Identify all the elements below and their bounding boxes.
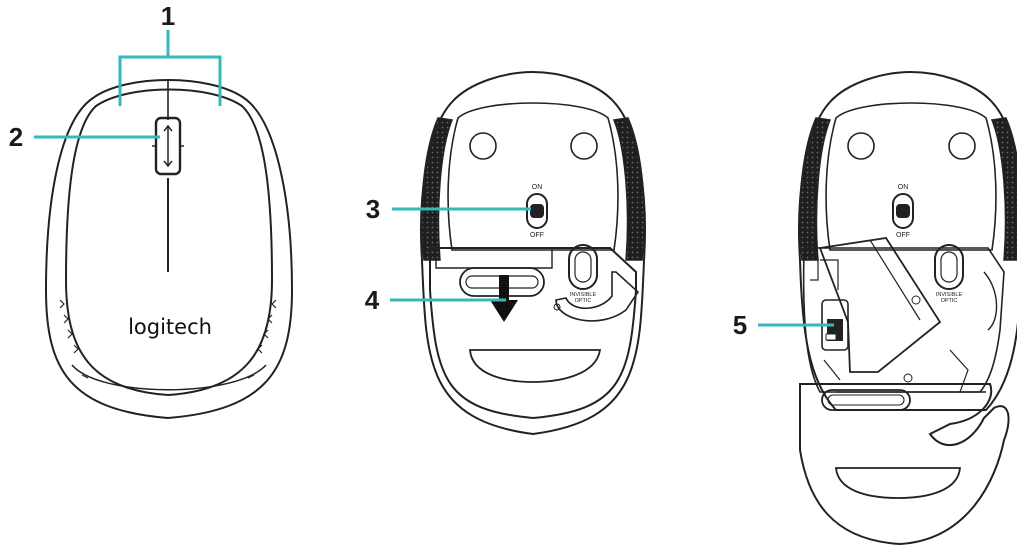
side-grip-marks-left (59, 299, 89, 379)
switch-off-label: OFF (530, 232, 544, 239)
logitech-logo: logitech (128, 315, 212, 339)
mouse-bottom-view-closed (420, 70, 646, 436)
battery-door-open (799, 383, 1010, 546)
switch-on-label: ON (532, 184, 543, 191)
mouse-top-view (44, 79, 294, 420)
sensor-label-line1: INVISIBLE (570, 292, 597, 298)
callout-line-1 (118, 30, 222, 106)
switch-on-label-2: ON (898, 184, 909, 191)
updown-arrow-icon (163, 124, 173, 168)
power-switch (526, 193, 548, 229)
battery (818, 237, 942, 373)
callout-number-2: 2 (9, 122, 23, 152)
down-arrow-icon (490, 275, 518, 322)
battery-door (429, 247, 637, 420)
optical-sensor (568, 244, 598, 290)
sensor-label-line2: OPTIC (575, 298, 592, 304)
callout-lines (34, 30, 834, 327)
callout-number-1: 1 (161, 1, 175, 31)
mouse-top-shell (44, 79, 294, 420)
callout-number-4: 4 (365, 285, 380, 315)
sensor-label-line2-2: OPTIC (941, 298, 958, 304)
mouse-top-cover (64, 88, 274, 397)
callout-number-3: 3 (366, 194, 380, 224)
callout-number-5: 5 (733, 310, 747, 340)
sensor-label-line1-2: INVISIBLE (936, 292, 963, 298)
side-grip-marks-right (247, 299, 277, 379)
switch-off-label-2: OFF (896, 232, 910, 239)
mouse-bottom-view-open (798, 70, 1017, 546)
